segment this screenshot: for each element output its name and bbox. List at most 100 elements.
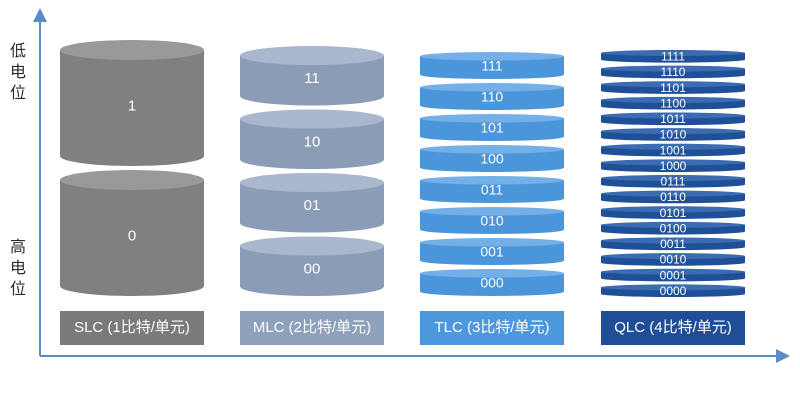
qlc-cylinder-top bbox=[601, 253, 745, 260]
qlc-level-cell: 1111 bbox=[601, 50, 745, 64]
qlc-cylinder-top bbox=[601, 221, 745, 228]
tlc-level-label: 110 bbox=[481, 89, 504, 105]
y-bottom-label-char: 高 bbox=[9, 237, 26, 256]
slc-cylinder-body bbox=[60, 50, 204, 166]
tlc-level-label: 001 bbox=[480, 244, 504, 260]
y-top-label-char: 低 bbox=[9, 41, 26, 60]
slc-level-label: 1 bbox=[128, 97, 136, 114]
y-top-label: 低 电 位 bbox=[8, 40, 28, 103]
mlc-level-cell: 00 bbox=[240, 236, 384, 296]
qlc-cylinder-top bbox=[601, 175, 745, 181]
mlc-cylinder-top bbox=[240, 109, 384, 129]
tlc-level-cell: 010 bbox=[420, 207, 564, 234]
tlc-cylinder-top bbox=[420, 176, 564, 185]
tlc-cylinder-body bbox=[420, 180, 564, 203]
tlc-level-label: 111 bbox=[481, 58, 502, 74]
tlc-cylinder-body bbox=[420, 242, 564, 265]
qlc-level-cell: 1110 bbox=[601, 65, 745, 79]
mlc-level-label: 11 bbox=[304, 70, 320, 87]
tlc-level-label: 101 bbox=[480, 120, 504, 136]
mlc-caption-text: MLC (2比特/单元) bbox=[252, 319, 372, 336]
tlc-level-label: 000 bbox=[480, 275, 504, 291]
y-bottom-label-char: 位 bbox=[9, 279, 26, 298]
slc-caption: SLC (1比特/单元) bbox=[60, 311, 204, 345]
slc-level-label: 0 bbox=[128, 227, 136, 244]
mlc-level-cell: 10 bbox=[240, 109, 384, 169]
tlc-cylinder-body bbox=[420, 149, 564, 172]
qlc-level-cell: 0110 bbox=[601, 190, 745, 204]
mlc-level-cell: 01 bbox=[240, 173, 384, 233]
slc-level-cell: 1 bbox=[60, 40, 204, 166]
tlc-caption-text: TLC (3比特/单元) bbox=[434, 319, 550, 336]
qlc-level-cell: 1000 bbox=[601, 159, 745, 173]
qlc-level-cell: 1101 bbox=[601, 81, 745, 95]
qlc-level-label: 0001 bbox=[660, 268, 687, 282]
tlc-level-cell: 001 bbox=[420, 238, 564, 265]
cell-stacks: 1011100100111110101100011010001000111111… bbox=[60, 40, 745, 298]
qlc-cylinder-top bbox=[601, 96, 745, 103]
qlc-level-label: 0110 bbox=[660, 190, 686, 204]
qlc-cylinder-top bbox=[601, 237, 745, 244]
slc-level-cell: 0 bbox=[60, 170, 204, 296]
qlc-level-cell: 0000 bbox=[601, 284, 745, 298]
qlc-level-label: 1010 bbox=[660, 128, 687, 142]
tlc-level-cell: 111 bbox=[420, 52, 564, 79]
tlc-level-cell: 110 bbox=[420, 83, 564, 111]
mlc-level-label: 00 bbox=[304, 261, 321, 278]
qlc-level-label: 0010 bbox=[660, 253, 687, 267]
qlc-level-label: 0111 bbox=[661, 175, 686, 189]
qlc-cylinder-top bbox=[601, 50, 745, 56]
qlc-cylinder-top bbox=[601, 143, 745, 150]
mlc-level-label: 01 bbox=[304, 197, 321, 214]
mlc-cylinder-body bbox=[240, 55, 384, 106]
mlc-cylinder-body bbox=[240, 182, 384, 233]
mlc-cylinder-body bbox=[240, 119, 384, 169]
qlc-level-cell: 0001 bbox=[601, 268, 745, 282]
mlc-cylinder-top bbox=[240, 236, 384, 256]
qlc-level-label: 1001 bbox=[660, 143, 687, 157]
qlc-cylinder-top bbox=[601, 159, 745, 166]
tlc-cylinder-body bbox=[420, 56, 564, 79]
qlc-caption-text: QLC (4比特/单元) bbox=[614, 319, 732, 336]
slc-caption-text: SLC (1比特/单元) bbox=[74, 319, 190, 336]
qlc-cylinder-top bbox=[601, 284, 745, 291]
qlc-level-cell: 0100 bbox=[601, 221, 745, 235]
qlc-level-label: 0000 bbox=[660, 284, 687, 298]
tlc-level-label: 010 bbox=[480, 213, 504, 229]
mlc-cylinder-body bbox=[240, 246, 384, 296]
slc-cylinder-top bbox=[60, 40, 204, 60]
tlc-cylinder-top bbox=[420, 269, 564, 278]
tlc-cylinder-body bbox=[420, 118, 564, 141]
tlc-cylinder-top bbox=[420, 238, 564, 247]
qlc-cylinder-top bbox=[601, 268, 745, 275]
tlc-cylinder-top bbox=[420, 83, 564, 92]
tlc-cylinder-body bbox=[420, 211, 564, 234]
qlc-level-cell: 0011 bbox=[601, 237, 745, 251]
qlc-level-label: 1100 bbox=[660, 96, 686, 110]
tlc-level-cell: 100 bbox=[420, 145, 564, 172]
qlc-level-cell: 1011 bbox=[601, 112, 745, 126]
qlc-cylinder-top bbox=[601, 81, 745, 88]
qlc-level-label: 1011 bbox=[660, 112, 686, 126]
qlc-level-cell: 1001 bbox=[601, 143, 745, 157]
qlc-level-label: 1110 bbox=[661, 65, 686, 79]
mlc-cylinder-top bbox=[240, 173, 384, 193]
y-top-label-char: 位 bbox=[9, 83, 26, 102]
mlc-level-label: 10 bbox=[304, 134, 321, 151]
y-bottom-label-char: 电 bbox=[9, 258, 26, 277]
tlc-level-cell: 000 bbox=[420, 269, 564, 296]
y-bottom-label: 高 电 位 bbox=[8, 236, 28, 299]
slc-stack: 10 bbox=[60, 40, 204, 296]
qlc-cylinder-top bbox=[601, 112, 745, 119]
tlc-level-label: 100 bbox=[480, 151, 504, 167]
qlc-level-cell: 1100 bbox=[601, 96, 745, 110]
qlc-level-label: 0011 bbox=[660, 237, 686, 251]
qlc-level-label: 1111 bbox=[661, 50, 685, 64]
qlc-level-label: 1101 bbox=[660, 81, 686, 95]
qlc-level-cell: 1010 bbox=[601, 128, 745, 142]
tlc-cylinder-top bbox=[420, 145, 564, 154]
mlc-caption: MLC (2比特/单元) bbox=[240, 311, 384, 345]
